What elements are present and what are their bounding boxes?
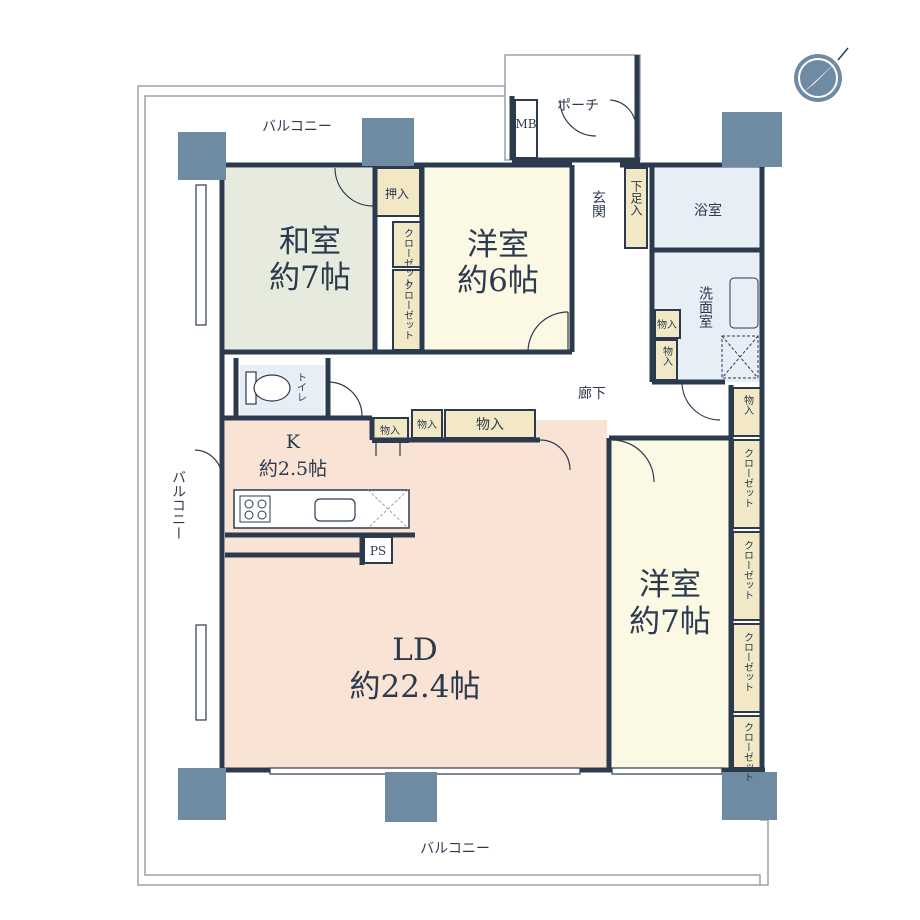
ld-name: LD [392,632,437,668]
wash-name: 洗面室 [697,286,713,328]
mb-label-m: MB [515,117,536,131]
balcony-left-label: バルコニー [170,470,186,540]
western1-name: 洋室 [467,227,529,263]
washitsu-name: 和室 [279,224,341,260]
kitchen-ld-room [225,420,607,768]
hall-monoire-1-label: 物入 [380,424,400,437]
hall-monoire-2-label: 物入 [417,418,437,431]
hall-monoire-3 [444,409,536,439]
sink-icon [314,498,356,522]
pillars [178,112,782,822]
closet-b-label: クローゼット [402,280,414,340]
walls [219,55,765,773]
entrance-name: 玄関 [590,189,606,219]
right-closet-3-label: クローゼット [742,632,754,692]
wash-monoire-1-label: 物入 [657,318,677,331]
bath-name: 浴室 [694,202,722,219]
mb-box [514,99,538,159]
oshiire-closet [374,167,421,217]
hallway-name: 廊下 [578,385,606,402]
getabako-closet [624,167,648,249]
kitchen-name: K [286,431,301,453]
ps-box [363,536,393,564]
washing-machine-icon [721,277,759,379]
washitsu-size: 約7帖 [269,260,351,296]
balcony-top-label: バルコニー [262,119,332,135]
closet-a [392,221,422,268]
door-swing-icon [194,99,721,483]
western2-room [612,440,730,768]
bath-room [655,168,760,250]
wash-monoire-2-label: 物入 [661,345,673,366]
right-closet-1-label: クローゼット [742,448,754,508]
hall-monoire-3-label: 物入 [476,417,504,433]
balcony-outline-right [760,819,769,886]
ps-label: PS [370,544,386,558]
right-closet-4-label: クローゼット [742,722,754,782]
compass-icon [794,47,849,102]
getabako-label: 下足入 [629,180,643,216]
kitchen-size: 約2.5帖 [259,458,327,480]
western1-size: 約6帖 [457,263,539,299]
porch-name: ポーチ [557,98,599,114]
western2-name: 洋室 [639,567,701,603]
oshiire-label: 押入 [385,187,409,201]
stove-icon [239,495,271,523]
right-monoire [732,387,762,437]
wash-monoire-1 [654,309,681,339]
closet-a-label: クローゼット [402,228,414,288]
ld-size: 約22.4帖 [349,669,480,705]
right-monoire-label: 物入 [742,394,754,415]
windows [195,184,723,775]
western2-size: 約7帖 [629,604,711,640]
toilet-name: トイレ [295,372,307,402]
balcony-bottom-label: バルコニー [420,841,490,857]
fridge-space [367,489,409,529]
western1-room [425,168,570,352]
toilet-icon [245,371,291,405]
right-closet-2-label: クローゼット [742,540,754,600]
